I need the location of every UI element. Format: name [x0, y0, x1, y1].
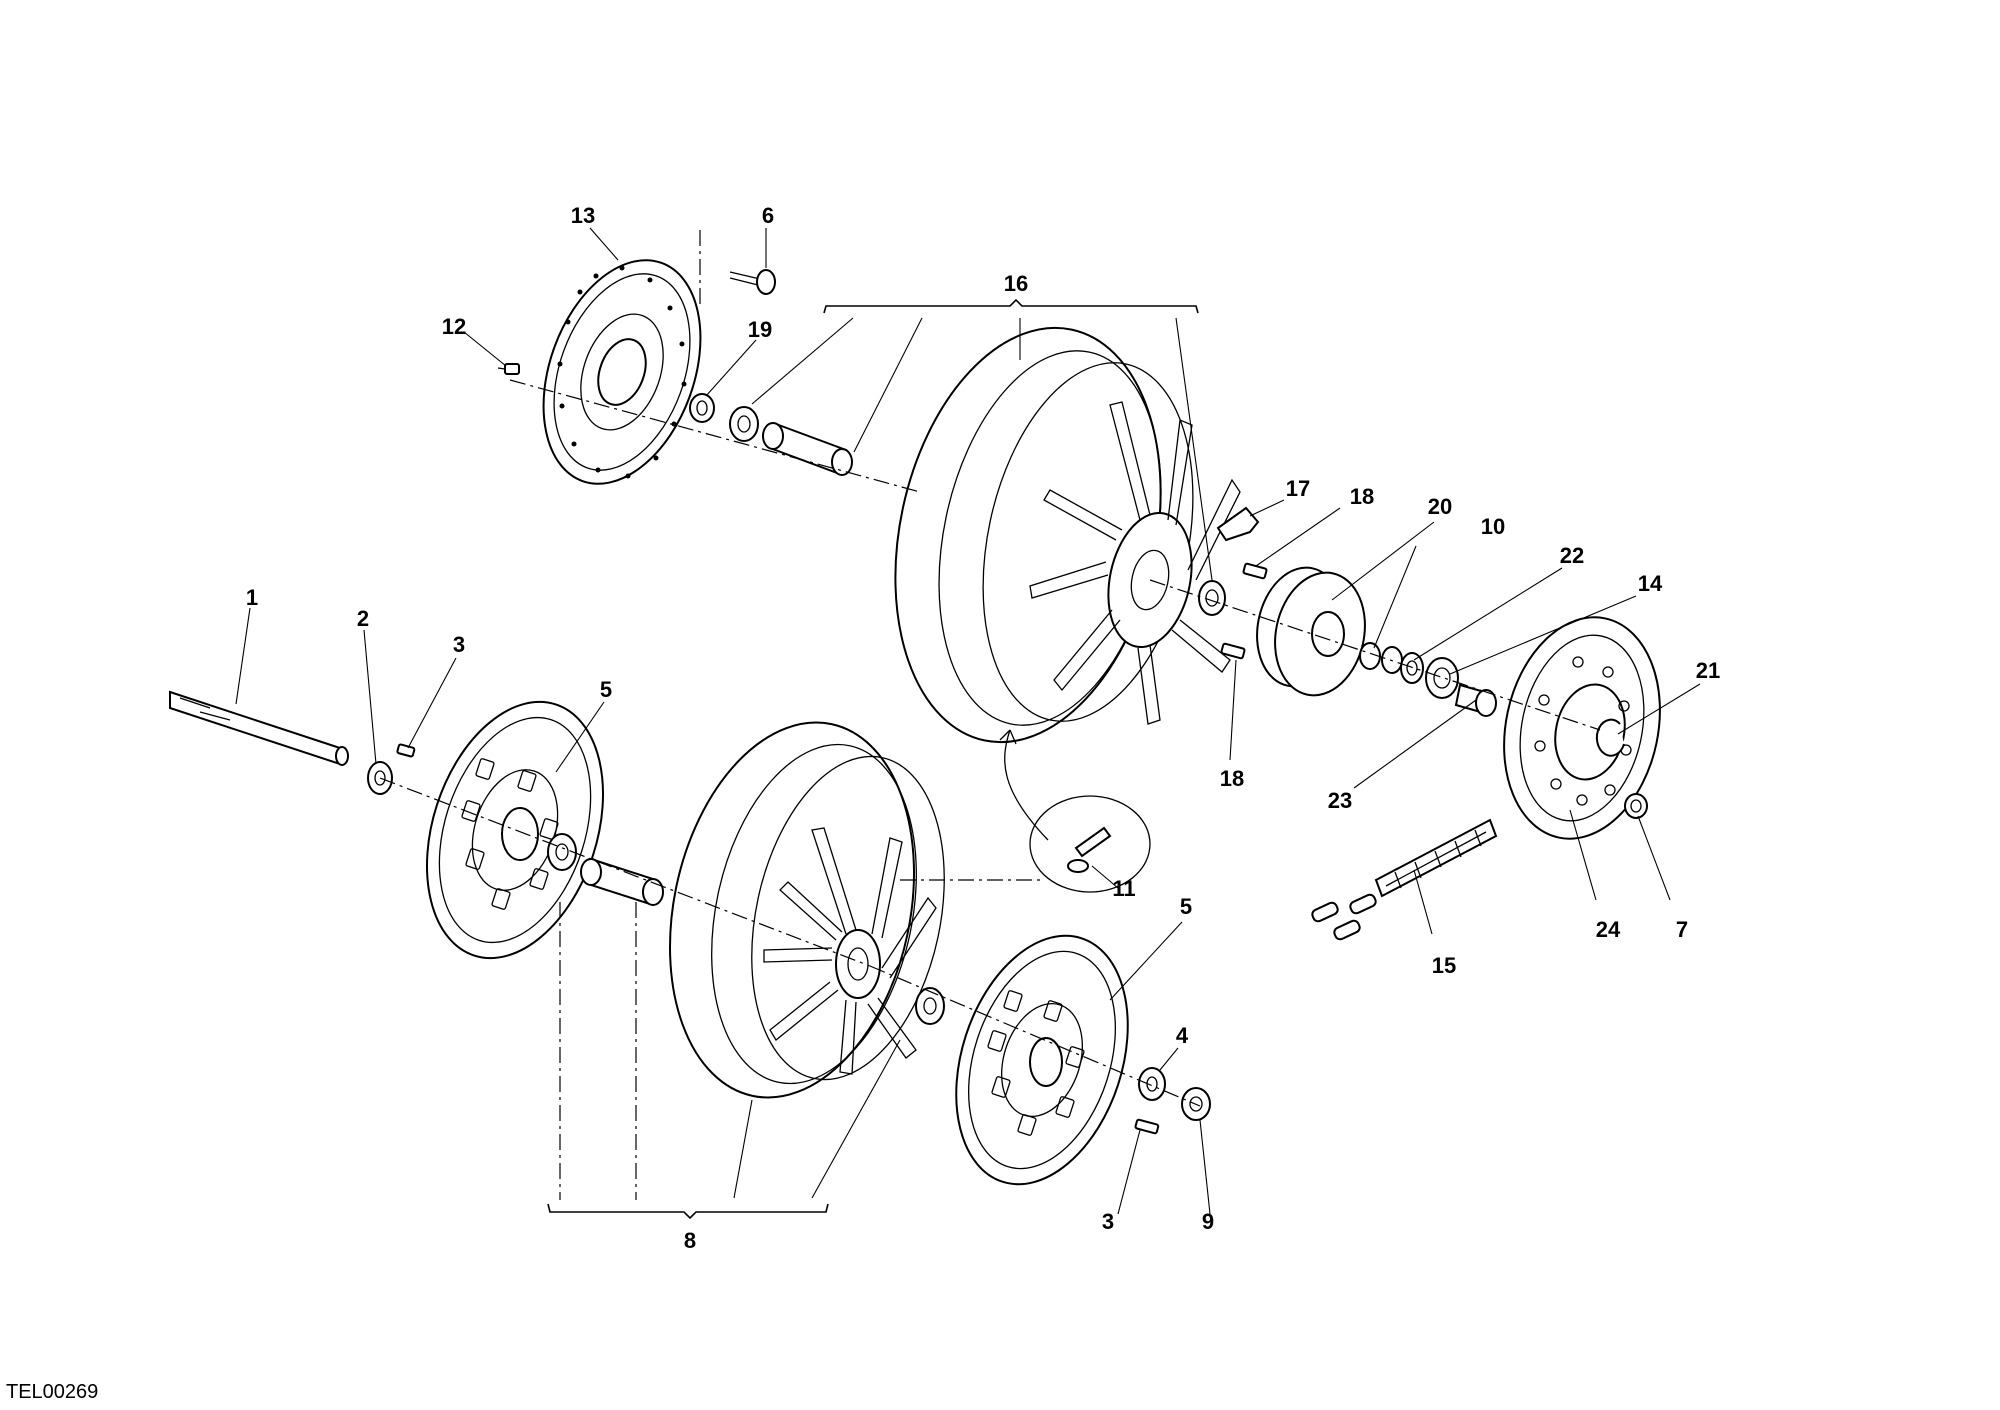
callout-24: 24	[1596, 917, 1621, 942]
callout-1: 1	[246, 585, 258, 610]
callout-6: 6	[762, 203, 774, 228]
drawing-code: TEL00269	[6, 1381, 98, 1403]
callout-4: 4	[1176, 1023, 1189, 1048]
flange-plate-17	[1216, 506, 1260, 542]
rear-wheel-rim	[894, 326, 1241, 744]
callout-19: 19	[748, 317, 772, 342]
rear-brake-disc	[542, 259, 702, 485]
inner-spacer-tube	[762, 422, 853, 476]
circlip-21	[1595, 718, 1625, 757]
front-brake-disc-right	[955, 934, 1129, 1186]
tyre-valve-11	[999, 729, 1151, 893]
callout-2: 2	[357, 606, 369, 631]
spacer-10	[1359, 642, 1403, 674]
wheel-bearing-right	[1198, 580, 1226, 616]
leader-lines	[235, 227, 1701, 1215]
callout-5-right: 5	[1180, 894, 1192, 919]
seal-22	[1400, 652, 1424, 684]
callout-11: 11	[1112, 876, 1135, 901]
callout-18-lower: 18	[1220, 766, 1244, 791]
front-wheel-rim	[669, 721, 945, 1099]
bolt-6	[729, 269, 776, 295]
stud-18-upper	[1242, 562, 1268, 580]
front-bearing-right	[915, 987, 945, 1025]
callout-18-upper: 18	[1350, 484, 1374, 509]
callout-7: 7	[1676, 917, 1688, 942]
callout-3-right: 3	[1102, 1209, 1114, 1234]
axis-lines	[379, 230, 1601, 1200]
nut-7	[1624, 793, 1648, 819]
spacer-19	[689, 393, 715, 423]
callout-21: 21	[1696, 658, 1720, 683]
callout-23: 23	[1328, 788, 1352, 813]
callout-16: 16	[1004, 271, 1028, 296]
bracket-16	[751, 298, 1213, 581]
stud-18-lower	[1220, 642, 1246, 660]
front-spacer-tube	[580, 858, 664, 906]
spacer-23	[1454, 683, 1497, 717]
callout-12: 12	[442, 314, 466, 339]
callout-20: 20	[1428, 494, 1452, 519]
callout-13: 13	[571, 203, 595, 228]
disc-screw-3-right	[1134, 1118, 1160, 1135]
callout-3-left: 3	[453, 632, 465, 657]
callout-10: 10	[1481, 514, 1505, 539]
callout-17: 17	[1286, 476, 1310, 501]
disc-screw-3-left	[396, 743, 416, 758]
disc-screw-12	[497, 363, 520, 375]
chain-15	[1311, 818, 1498, 941]
callout-9: 9	[1202, 1209, 1214, 1234]
callout-15: 15	[1432, 953, 1456, 978]
sprocket-24	[1503, 616, 1661, 840]
callout-14: 14	[1638, 571, 1663, 596]
spacer-4	[1138, 1067, 1166, 1101]
callout-5-left: 5	[600, 677, 612, 702]
bearing-left	[729, 406, 759, 442]
callout-labels: 13 6 16 12 19 17 18 20 10 22 14 21 1 2 3…	[246, 203, 1720, 1253]
bearing-14	[1425, 657, 1459, 699]
callout-22: 22	[1560, 543, 1584, 568]
sprocket-flange-20	[1256, 566, 1366, 697]
callout-8: 8	[684, 1228, 696, 1253]
wheel-spindle-1	[169, 690, 349, 766]
front-bearing-left	[547, 833, 577, 871]
bracket-8	[547, 1039, 901, 1220]
front-brake-disc-left	[425, 700, 605, 960]
